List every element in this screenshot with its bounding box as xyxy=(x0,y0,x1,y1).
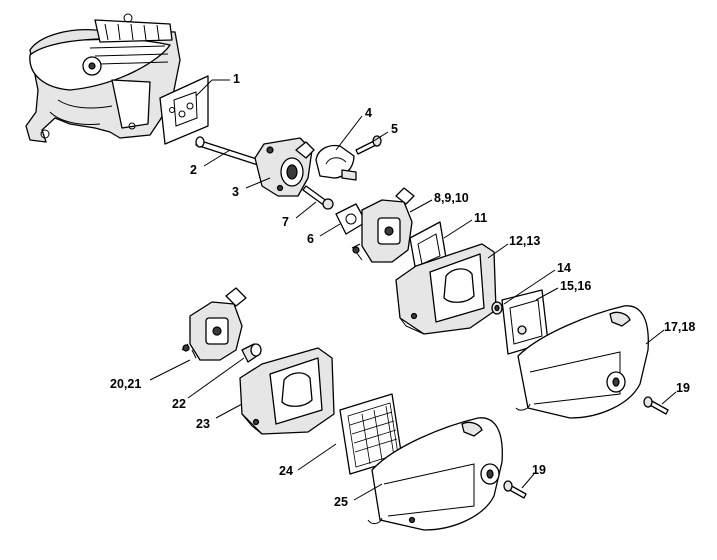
label-2: 2 xyxy=(190,163,197,177)
leader-17 xyxy=(645,329,665,345)
part-17-cover xyxy=(515,305,649,419)
part-22-fitting xyxy=(241,343,262,363)
leader-3 xyxy=(245,177,271,189)
leader-11 xyxy=(443,219,473,239)
leader-7 xyxy=(295,201,317,219)
label-19-lower: 19 xyxy=(532,463,546,477)
leader-19a xyxy=(661,391,677,405)
part-25-cover xyxy=(367,417,503,531)
part-12-filter-housing xyxy=(395,243,497,335)
leader-22 xyxy=(187,357,245,399)
leader-25 xyxy=(353,483,383,501)
label-3: 3 xyxy=(232,185,239,199)
leader-19b xyxy=(521,473,535,489)
label-23: 23 xyxy=(196,417,210,431)
engine-block xyxy=(25,13,181,143)
leader-20 xyxy=(149,359,191,381)
label-6: 6 xyxy=(307,232,314,246)
leader-2 xyxy=(203,149,231,167)
label-8-9-10: 8,9,10 xyxy=(434,191,469,205)
leader-6 xyxy=(319,223,341,237)
label-17-18: 17,18 xyxy=(664,320,695,334)
part-1-gasket xyxy=(159,75,209,145)
leader-24 xyxy=(297,443,337,471)
leader-8 xyxy=(409,199,433,213)
leader-4 xyxy=(335,115,363,151)
label-19-upper: 19 xyxy=(676,381,690,395)
label-5: 5 xyxy=(391,122,398,136)
part-20-carburetor xyxy=(181,287,247,361)
leader-15 xyxy=(535,287,559,301)
label-7: 7 xyxy=(282,215,289,229)
part-4-clamp xyxy=(315,144,357,181)
leader-5 xyxy=(371,131,389,143)
label-12-13: 12,13 xyxy=(509,234,540,248)
part-14-nut xyxy=(491,301,503,315)
label-25: 25 xyxy=(334,495,348,509)
part-15-filter xyxy=(501,289,549,355)
part-labels: 1 2 3 4 5 7 6 8,9,10 11 12,13 14 15,16 1… xyxy=(110,72,695,509)
part-19-screw-upper xyxy=(643,396,669,415)
leader-14 xyxy=(503,269,556,305)
label-20-21: 20,21 xyxy=(110,377,141,391)
label-22: 22 xyxy=(172,397,186,411)
leader-1b xyxy=(195,79,213,97)
part-7-screw xyxy=(302,185,334,210)
label-15-16: 15,16 xyxy=(560,279,591,293)
leader-23 xyxy=(215,403,243,419)
label-1: 1 xyxy=(233,72,240,86)
leader-12 xyxy=(487,243,509,259)
label-11: 11 xyxy=(474,211,487,225)
label-14: 14 xyxy=(557,261,571,275)
leader-lines xyxy=(149,79,677,501)
part-3-manifold xyxy=(254,137,315,197)
part-8-carburetor xyxy=(351,187,415,263)
label-24: 24 xyxy=(279,464,293,478)
part-23-filter-housing xyxy=(239,347,335,435)
part-19-screw-lower xyxy=(503,480,527,499)
label-4: 4 xyxy=(365,106,372,120)
